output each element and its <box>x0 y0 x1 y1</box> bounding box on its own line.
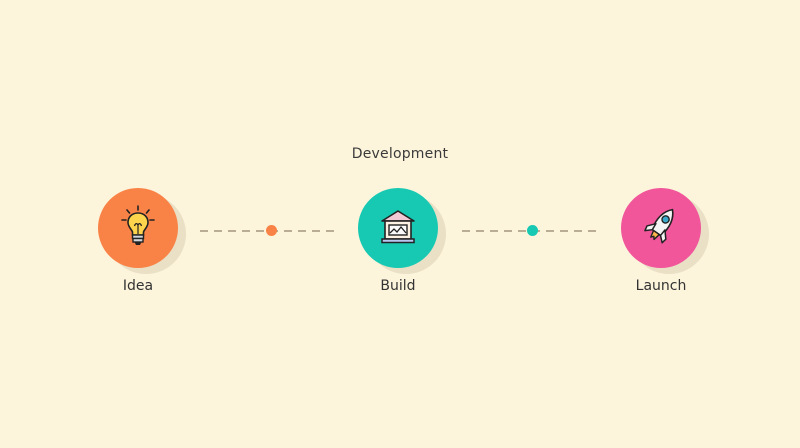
step-idea-label: Idea <box>122 278 154 294</box>
building-icon <box>378 206 418 250</box>
step-idea: Idea <box>78 188 198 294</box>
step-idea-circle <box>98 188 178 268</box>
step-build-circle <box>358 188 438 268</box>
step-build-label: Build <box>380 278 416 294</box>
step-launch-label: Launch <box>635 278 687 294</box>
connector-dot-orange <box>266 225 277 236</box>
phase-label: Development <box>351 146 449 162</box>
lightbulb-icon <box>118 204 158 252</box>
connector-dot-teal <box>527 225 538 236</box>
step-launch: Launch <box>601 188 721 294</box>
rocket-icon <box>638 203 684 253</box>
step-build: Build <box>338 188 458 294</box>
step-launch-circle <box>621 188 701 268</box>
